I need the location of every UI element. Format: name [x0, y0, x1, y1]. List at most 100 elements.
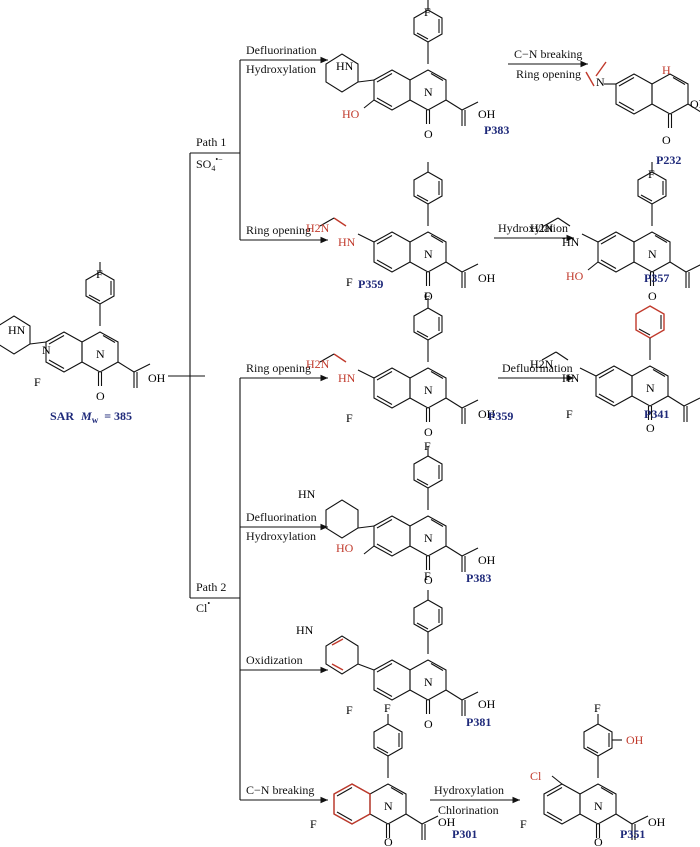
parent-f6-atom: F	[34, 375, 41, 389]
arrow-defluorination-2-label: Defluorination	[246, 510, 317, 524]
p383b-code: P383	[466, 571, 491, 585]
p341-f: F	[566, 407, 573, 421]
p351-top-f: F	[594, 701, 601, 715]
arrow-hydroxylation-2-label: Hydroxylation	[246, 529, 316, 543]
p381-top-f: F	[424, 569, 431, 583]
p351-code: P351	[620, 827, 645, 841]
p341-hn: HN	[562, 371, 580, 385]
p383b-n: N	[424, 531, 433, 545]
p359b-o: O	[424, 425, 433, 439]
p301-n: N	[384, 799, 393, 813]
p232-o: O	[662, 133, 671, 147]
p359b-hn: HN	[338, 371, 356, 385]
parent-n-atom: N	[42, 343, 51, 357]
molecule-p359-a	[319, 161, 479, 289]
p359b-n: N	[424, 383, 433, 397]
parent-nh-atom: HN	[8, 323, 26, 337]
p357-h2n: H2N	[530, 221, 554, 235]
p357-code: P357	[644, 271, 669, 285]
p383b-oh: OH	[478, 553, 496, 567]
p351-cl: Cl	[530, 769, 542, 783]
p232-oh: OH	[690, 97, 700, 111]
p381-code: P381	[466, 715, 491, 729]
molecule-p359-b	[319, 297, 479, 425]
p301-f: F	[310, 817, 317, 831]
p383a-code: P383	[484, 123, 509, 137]
p341-o: O	[646, 421, 655, 435]
p301-o: O	[384, 835, 393, 847]
p359a-f: F	[346, 275, 353, 289]
arrow-ring-opening-label-top: Ring opening	[516, 67, 581, 81]
p383b-o: O	[424, 573, 433, 587]
p357-hn: HN	[562, 235, 580, 249]
arrow-defluorination-label-row3: Defluorination	[502, 361, 573, 375]
molecule-p383-b	[325, 445, 479, 573]
parent-label: SAR Mw = 385	[50, 409, 132, 426]
p381-hn: HN	[296, 623, 314, 637]
arrow-hydroxylation-label-row6: Hydroxylation	[434, 783, 504, 797]
p232-n: N	[596, 75, 605, 89]
p351-n: N	[594, 799, 603, 813]
p383a-f: F	[424, 5, 431, 19]
p381-o: O	[424, 717, 433, 731]
path2-label: Path 2	[196, 580, 226, 594]
p359b-h2n: H2N	[306, 357, 330, 371]
branch-lines	[168, 56, 328, 804]
arrow-chlorination-label: Chlorination	[438, 803, 499, 817]
parent-f-atom: F	[96, 267, 103, 281]
parent-molecule	[0, 261, 151, 389]
p359a-hn: HN	[338, 235, 356, 249]
p351-f: F	[520, 817, 527, 831]
arrow-ring-opening-label: Ring opening	[246, 223, 311, 237]
p359b-top-f: F	[424, 289, 431, 303]
molecule-p232	[604, 73, 700, 131]
p383a-n: N	[424, 85, 433, 99]
p232-code: P232	[656, 153, 681, 167]
arrow-hydroxylation-label-row2: Hydroxylation	[498, 221, 568, 235]
p341-code: P341	[644, 407, 669, 421]
p357-ho: HO	[566, 269, 584, 283]
arrow-cn-breaking-label: C−N breaking	[246, 783, 314, 797]
p357-f: F	[648, 167, 655, 181]
p383b-f: F	[424, 439, 431, 453]
p357-n: N	[648, 247, 657, 261]
p359b-f: F	[346, 411, 353, 425]
p359a-n: N	[424, 247, 433, 261]
p383b-hn: HN	[298, 487, 316, 501]
p359a-o: O	[424, 289, 433, 303]
p351-oh-ring: OH	[626, 733, 644, 747]
p301-oh: OH	[438, 815, 456, 829]
p381-n: N	[424, 675, 433, 689]
p381-oh: OH	[478, 697, 496, 711]
molecule-p357	[543, 161, 700, 289]
molecule-p341	[541, 305, 700, 423]
parent-n1-atom: N	[96, 347, 105, 361]
p232-h: H	[662, 63, 671, 77]
p359a-oh: OH	[478, 271, 496, 285]
p383a-oh: OH	[478, 107, 496, 121]
p381-f: F	[346, 703, 353, 717]
path2-reagent: Cl•	[196, 599, 210, 615]
p341-n: N	[646, 381, 655, 395]
arrow-oxidization-label: Oxidization	[246, 653, 303, 667]
p383b-ho: HO	[336, 541, 354, 555]
arrow-ring-opening-2-label: Ring opening	[246, 361, 311, 375]
path1-label: Path 1	[196, 135, 226, 149]
p359a-code: P359	[358, 277, 383, 291]
p383a-hn: HN	[336, 59, 354, 73]
p383a-o: O	[424, 127, 433, 141]
p341-h2n: H2N	[530, 357, 554, 371]
p359a-h2n: H2N	[306, 221, 330, 235]
arrow-defluorination-label: Defluorination	[246, 43, 317, 57]
p359b-code: P359	[488, 409, 513, 423]
parent-o-atom: O	[96, 389, 105, 403]
p301-code: P301	[452, 827, 477, 841]
p357-o: O	[648, 289, 657, 303]
arrow-cn-breaking-label-top: C−N breaking	[514, 47, 582, 61]
p301-top-f: F	[384, 701, 391, 715]
molecule-p383-a	[325, 0, 479, 127]
p351-o: O	[594, 835, 603, 847]
parent-cooh-atom: OH	[148, 371, 166, 385]
molecule-p301	[333, 713, 439, 841]
